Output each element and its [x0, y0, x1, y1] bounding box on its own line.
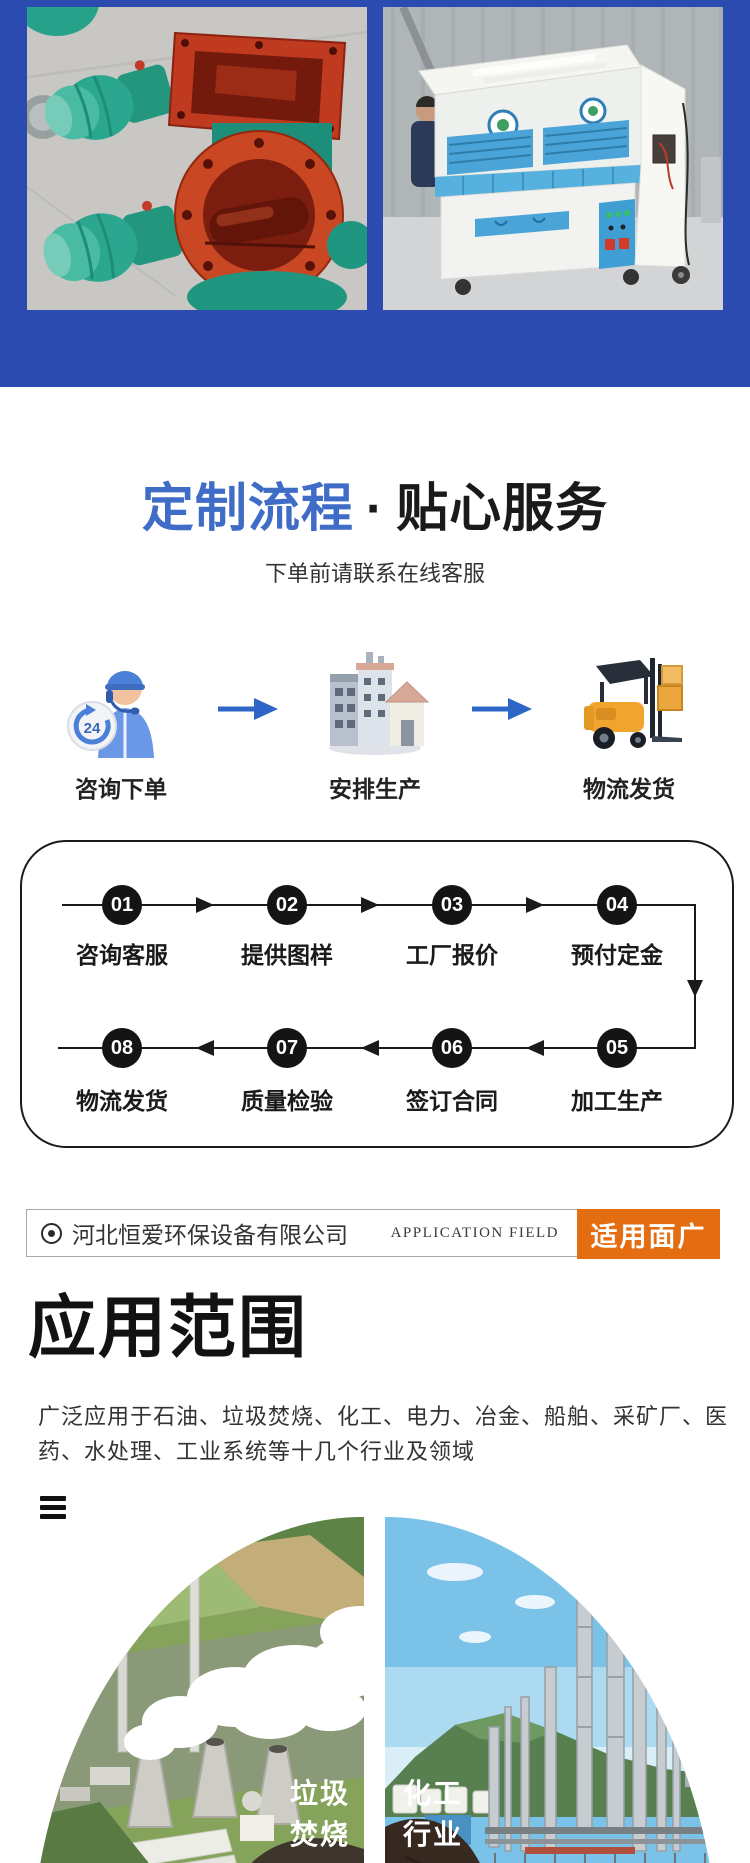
bullseye-icon — [41, 1222, 62, 1244]
flow-step-label: 工厂报价 — [406, 942, 498, 968]
customer-service-icon: 24 — [66, 646, 176, 758]
flow-step-number: 06 — [432, 1028, 472, 1068]
title-rest: 贴心服务 — [396, 480, 609, 538]
arrow-right-icon — [470, 696, 534, 722]
svg-text:24: 24 — [84, 720, 101, 737]
title-highlight: 定制流程 — [141, 480, 354, 538]
arrow-right-glyph — [218, 698, 278, 720]
product-photo-rotary-valves — [27, 7, 367, 310]
list-icon-bar — [40, 1514, 66, 1519]
flow-step-label: 咨询客服 — [76, 942, 168, 968]
company-bar: 河北恒爱环保设备有限公司 APPLICATION FIELD 适用面广 — [26, 1209, 720, 1259]
field-label-line: 行业 — [403, 1819, 464, 1850]
field-label-line: 焚烧 — [289, 1819, 350, 1850]
process-subtitle: 下单前请联系在线客服 — [264, 561, 485, 586]
customer-service-glyph: 24 — [67, 671, 154, 758]
flow-step-label: 质量检验 — [241, 1088, 333, 1114]
hero-banner — [0, 0, 750, 387]
arrow-right-glyph — [472, 698, 532, 720]
flow-step-number: 07 — [267, 1028, 307, 1068]
rotary-valves-illustration — [27, 7, 367, 310]
flow-step-number: 08 — [102, 1028, 142, 1068]
forklift-glyph — [584, 658, 683, 749]
application-field-english-label: APPLICATION FIELD — [390, 1224, 559, 1241]
quick-step-label: 安排生产 — [329, 776, 421, 802]
flow-step-label: 物流发货 — [76, 1088, 168, 1114]
page-title-custom-process: 定制流程·贴心服务 — [0, 480, 750, 538]
flow-step-number: 04 — [597, 885, 637, 925]
field-photo-waste-incineration: 垃圾 焚烧 — [30, 1517, 364, 1863]
flow-step-label: 签订合同 — [406, 1088, 498, 1114]
flow-step-number: 02 — [267, 885, 307, 925]
process-flowchart: 01 02 03 04 08 07 06 05 咨询客服 提供图样 工厂报价 预… — [20, 840, 734, 1148]
section-title-application-scope: 应用范围 — [28, 1290, 309, 1366]
flow-step-number: 01 — [102, 885, 142, 925]
downdraft-table-illustration — [383, 7, 723, 310]
flow-step-number: 03 — [432, 885, 472, 925]
factory-icon — [320, 646, 430, 758]
factory-glyph — [329, 652, 430, 755]
application-description: 广泛应用于石油、垃圾焚烧、化工、电力、冶金、船舶、采矿厂、医药、水处理、工业系统… — [38, 1404, 729, 1464]
list-icon-bar — [40, 1496, 66, 1501]
field-label-chemical-industry: 化工 行业 — [403, 1773, 463, 1855]
forklift-icon — [574, 646, 684, 758]
flow-step-label: 提供图样 — [241, 942, 333, 968]
field-label-line: 垃圾 — [289, 1778, 350, 1809]
list-icon-bar — [40, 1505, 66, 1510]
field-label-waste-incineration: 垃圾 焚烧 — [290, 1773, 350, 1855]
bullseye-dot — [48, 1229, 55, 1237]
flow-step-label: 加工生产 — [571, 1088, 663, 1114]
arrow-right-icon — [216, 696, 280, 722]
field-label-line: 化工 — [403, 1778, 464, 1809]
company-name: 河北恒爱环保设备有限公司 — [72, 1222, 348, 1248]
flow-step-label: 预付定金 — [571, 942, 663, 968]
wide-application-badge: 适用面广 — [577, 1209, 720, 1259]
title-separator: · — [365, 480, 385, 538]
flow-connector-lines — [58, 897, 703, 1056]
list-icon — [40, 1496, 66, 1523]
quick-step-label: 咨询下单 — [75, 776, 167, 802]
flow-step-number: 05 — [597, 1028, 637, 1068]
quick-step-label: 物流发货 — [583, 776, 675, 802]
product-photo-downdraft-table — [383, 7, 723, 310]
field-photo-chemical-industry: 化工 行业 — [385, 1517, 720, 1863]
